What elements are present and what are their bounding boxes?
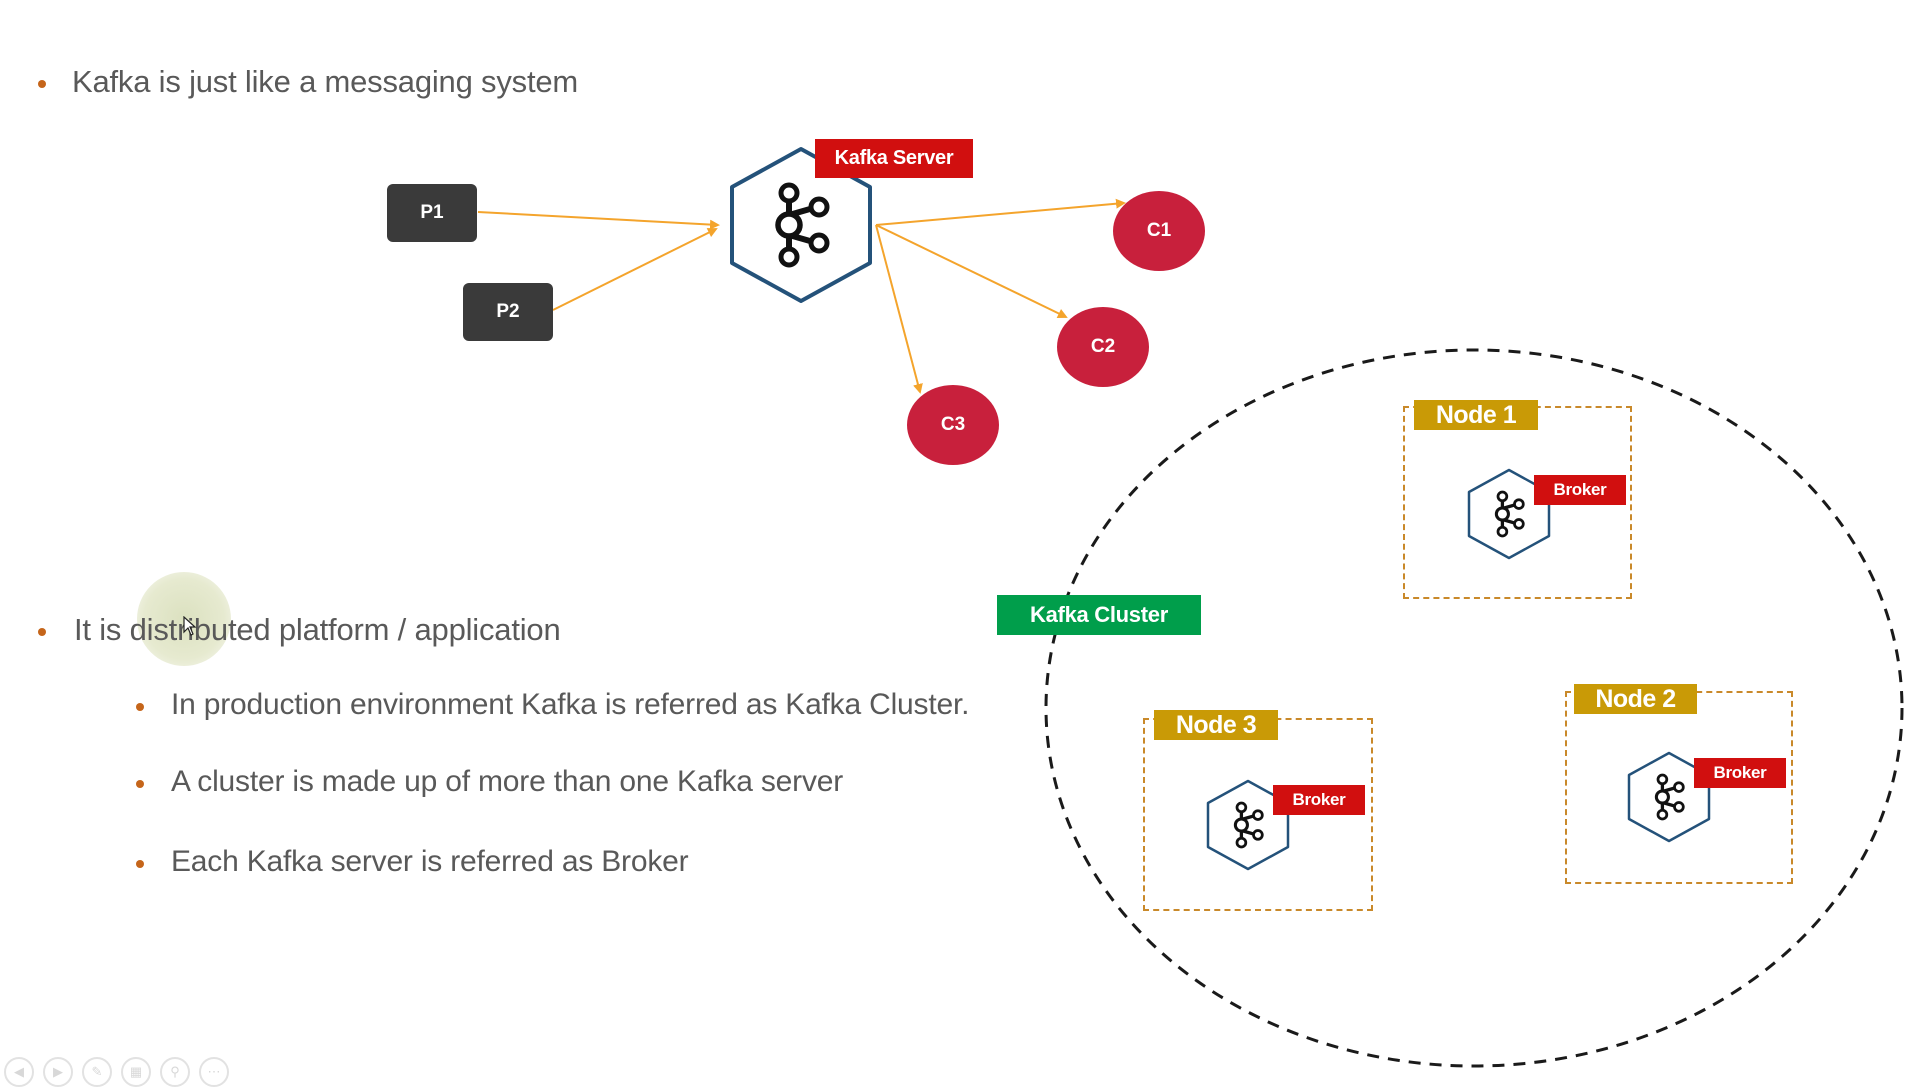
bullet-distributed-platform: It is distributed platform / application: [74, 612, 561, 647]
node-2-broker-label: Broker: [1694, 758, 1786, 788]
bullet-kafka-messaging: Kafka is just like a messaging system: [72, 64, 579, 99]
kafka-cluster-boundary: [1044, 348, 1904, 1068]
mouse-cursor-icon: [183, 616, 197, 636]
next-icon[interactable]: ▶: [43, 1057, 73, 1087]
producer-p2: P2: [463, 283, 553, 341]
slides-icon[interactable]: ▦: [121, 1057, 151, 1087]
kafka-cluster-label: Kafka Cluster: [997, 595, 1201, 635]
sub-bullet-cluster-servers: A cluster is made up of more than one Ka…: [171, 765, 844, 798]
node-1-label: Node 1: [1414, 400, 1538, 430]
consumer-c2: C2: [1057, 307, 1149, 387]
sub-bullet-production-cluster: In production environment Kafka is refer…: [171, 688, 970, 721]
node-1-broker-label: Broker: [1534, 475, 1626, 505]
kafka-logo-icon: [1654, 773, 1685, 821]
arrow-p1-server: [477, 211, 720, 230]
bullet-marker: [38, 628, 46, 636]
kafka-logo-icon: [1494, 490, 1525, 538]
node-1-broker-hexagon: [1467, 468, 1551, 560]
kafka-logo-icon: [775, 182, 830, 268]
node-2-label: Node 2: [1574, 684, 1697, 714]
bullet-marker: [136, 860, 144, 868]
arrow-server-c2: [875, 224, 1068, 319]
sub-bullet-broker: Each Kafka server is referred as Broker: [171, 845, 689, 878]
zoom-icon[interactable]: ⚲: [160, 1057, 190, 1087]
pen-icon[interactable]: ✎: [82, 1057, 112, 1087]
bullet-marker: [136, 780, 144, 788]
previous-icon[interactable]: ◀: [4, 1057, 34, 1087]
node-3-broker-hexagon: [1206, 779, 1290, 871]
bullet-marker: [136, 703, 144, 711]
kafka-server-hexagon: [730, 147, 872, 303]
arrow-server-c1: [875, 198, 1126, 226]
node-3-label: Node 3: [1154, 710, 1278, 740]
more-icon[interactable]: ⋯: [199, 1057, 229, 1087]
arrow-server-c3: [875, 224, 923, 394]
kafka-logo-icon: [1233, 801, 1264, 849]
presentation-controls: ◀ ▶ ✎ ▦ ⚲ ⋯: [4, 1057, 234, 1089]
bullet-marker: [38, 80, 46, 88]
producer-p1: P1: [387, 184, 477, 242]
consumer-c3: C3: [907, 385, 999, 465]
arrow-p2-server: [552, 228, 718, 311]
kafka-server-label: Kafka Server: [815, 139, 973, 178]
node-3-broker-label: Broker: [1273, 785, 1365, 815]
consumer-c1: C1: [1113, 191, 1205, 271]
